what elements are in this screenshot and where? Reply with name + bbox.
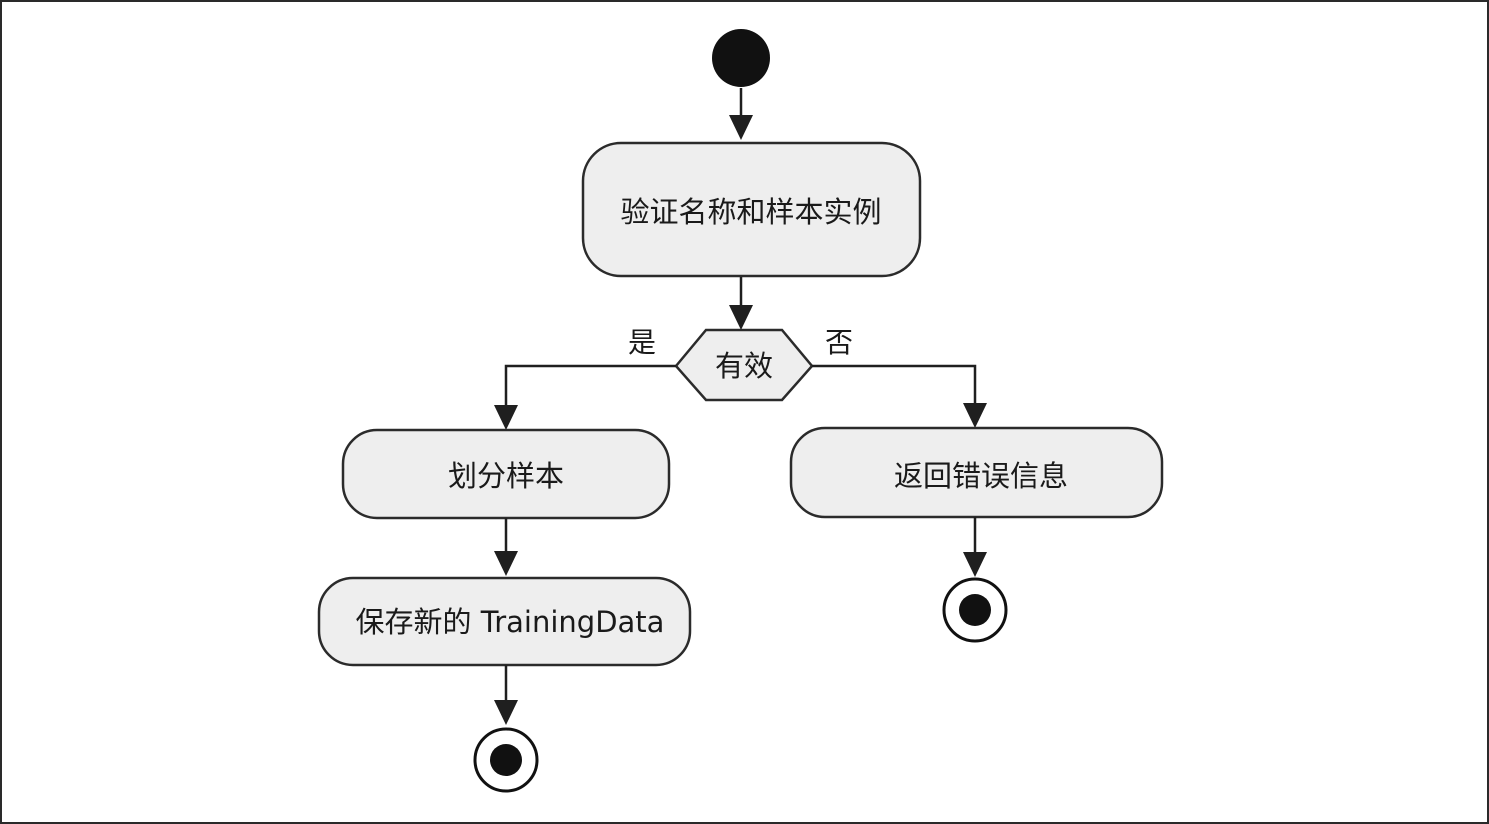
edge-decision-to-error (812, 364, 987, 428)
action-validate-box (581, 141, 922, 278)
action-error-box (789, 426, 1164, 519)
end-node-left (473, 727, 539, 793)
branch-yes-label: 是 (628, 326, 656, 359)
action-error: 返回错误信息 (789, 426, 1164, 519)
edge-save-to-end-left (494, 665, 518, 725)
edge-validate-to-decision (729, 277, 753, 330)
decision-node: 有效 (674, 328, 814, 402)
edge-start-to-validate (729, 88, 753, 140)
start-node (712, 29, 770, 87)
edge-error-to-end-right (963, 517, 987, 577)
action-error-label: 返回错误信息 (894, 459, 1068, 493)
action-save-label: 保存新的 TrainingData (356, 605, 665, 639)
branch-no-label: 否 (825, 326, 853, 359)
decision-label: 有效 (715, 349, 773, 383)
end-node-right (942, 577, 1008, 643)
edge-split-to-save (494, 518, 518, 576)
end-node-right-core (959, 594, 991, 626)
action-split: 划分样本 (341, 428, 671, 520)
action-split-label: 划分样本 (448, 459, 564, 493)
action-save-box (317, 576, 692, 667)
edge-decision-to-split (494, 364, 676, 430)
action-validate-label: 验证名称和样本实例 (620, 195, 881, 229)
action-save: 保存新的 TrainingData (317, 576, 692, 667)
end-node-left-core (490, 744, 522, 776)
action-validate: 验证名称和样本实例 (581, 141, 922, 278)
